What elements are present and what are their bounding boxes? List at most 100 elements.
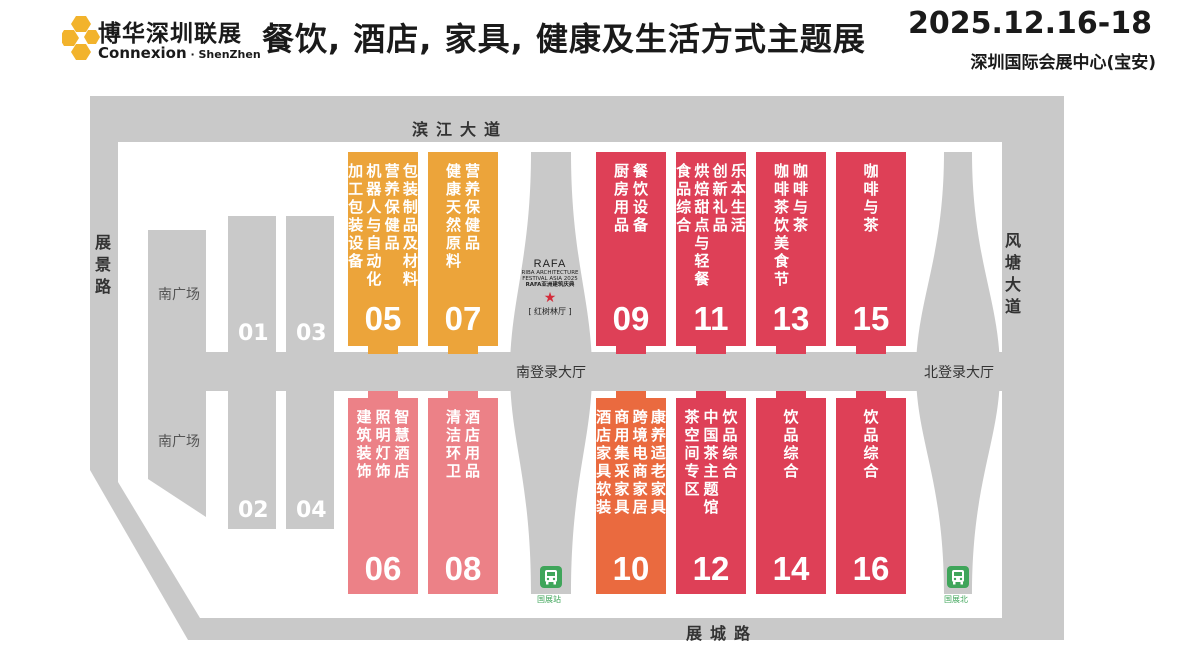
hall-05-category: 营养保健品 — [384, 162, 400, 252]
station-label-west: 国展站 — [537, 595, 561, 604]
hall-01: 01 — [228, 216, 276, 352]
south-lobby-label: 南登录大厅 — [516, 365, 586, 381]
hall-14-categories: 饮品综合 — [756, 408, 826, 480]
hall-06-number: 06 — [364, 550, 402, 587]
rafa-line-2: FESTIVAL ASIA 2025 — [522, 276, 578, 282]
hall-16-connector — [856, 391, 886, 399]
hall-07-category: 营养保健品 — [464, 162, 480, 252]
hall-14[interactable]: 饮品综合 14 — [756, 398, 826, 594]
venue-name: 深圳国际会展中心(宝安) — [970, 53, 1156, 73]
hall-09-category: 餐饮设备 — [632, 162, 648, 234]
hall-11-categories: 乐本生活 创新礼品 烘焙甜点与轻餐 食品综合 — [676, 162, 746, 288]
road-label-west: 展景路 — [94, 233, 111, 296]
hall-15-number: 15 — [852, 300, 890, 337]
bus-icon — [545, 570, 557, 585]
hall-07-connector — [448, 346, 478, 354]
rafa-line-3: RAFA亚洲建筑庆典 — [525, 282, 575, 288]
hall-14-number: 14 — [772, 550, 810, 587]
hall-12[interactable]: 饮品综合 中国茶主题馆 茶空间专区 12 — [676, 398, 746, 594]
exhibition-date: 2025.12.16-18 — [908, 6, 1152, 41]
hall-05-categories: 包装制品及材料 营养保健品 机器人与自动化 加工包装设备 — [348, 162, 418, 288]
hall-16-category: 饮品综合 — [863, 408, 879, 480]
hall-16-number: 16 — [852, 550, 890, 587]
hall-04: 04 — [286, 391, 334, 529]
south-plaza-label-1: 南广场 — [158, 287, 200, 303]
north-lobby-shape — [916, 152, 1000, 594]
hall-14-connector — [776, 391, 806, 399]
hall-08-category: 清洁环卫 — [445, 408, 461, 480]
hall-12-number: 12 — [692, 550, 730, 587]
hall-05-category: 包装制品及材料 — [402, 162, 418, 288]
rafa-logo: RAFA — [533, 258, 567, 270]
hall-15-category: 咖啡与茶 — [863, 162, 879, 234]
hall-12-connector — [696, 391, 726, 399]
logo-english-name: Connexion · ShenZhen — [98, 44, 261, 62]
hall-15-categories: 咖啡与茶 — [836, 162, 906, 234]
hall-08-category: 酒店用品 — [464, 408, 480, 480]
hall-06-connector — [368, 391, 398, 399]
hall-07-category: 健康天然原料 — [445, 162, 461, 270]
hall-09-number: 09 — [612, 300, 650, 337]
logo-chinese-name: 博华深圳联展 — [98, 21, 242, 47]
hall-03: 03 — [286, 216, 334, 352]
station-label-east: 国展北 — [944, 595, 968, 604]
hall-05-connector — [368, 346, 398, 354]
bus-station-icon — [947, 566, 969, 588]
hall-02: 02 — [228, 391, 276, 529]
hall-12-category: 茶空间专区 — [684, 408, 700, 498]
south-plaza-north — [148, 230, 206, 352]
hall-16-categories: 饮品综合 — [836, 408, 906, 480]
hall-11-category: 食品综合 — [676, 162, 692, 234]
rafa-line-1: RIBA ARCHITECTURE — [521, 270, 579, 276]
hall-13[interactable]: 咖啡与茶 咖啡茶饮美食节 13 — [756, 152, 826, 346]
hall-05-number: 05 — [364, 300, 402, 337]
hall-15[interactable]: 咖啡与茶 15 — [836, 152, 906, 346]
hall-11[interactable]: 乐本生活 创新礼品 烘焙甜点与轻餐 食品综合 11 — [676, 152, 746, 346]
road-label-north: 滨江大道 — [412, 120, 509, 139]
bus-station-icon — [540, 566, 562, 588]
logo-english-suffix: ShenZhen — [198, 48, 261, 61]
hall-10-category: 康养适老家具 — [650, 408, 666, 516]
hall-15-connector — [856, 346, 886, 354]
hall-13-number: 13 — [772, 300, 810, 337]
hall-09-categories: 餐饮设备 厨房用品 — [596, 162, 666, 234]
hall-12-categories: 饮品综合 中国茶主题馆 茶空间专区 — [676, 408, 746, 516]
hall-08[interactable]: 酒店用品 清洁环卫 08 — [428, 398, 498, 594]
south-plaza-south — [148, 391, 206, 517]
logo-honeycomb-icon — [62, 16, 100, 60]
road-label-east: 风塘大道 — [1004, 231, 1021, 316]
hall-06[interactable]: 智慧酒店 照明灯饰 建筑装饰 06 — [348, 398, 418, 594]
hall-01-number: 01 — [238, 321, 269, 346]
hall-11-category: 烘焙甜点与轻餐 — [694, 162, 710, 288]
hall-03-number: 03 — [296, 321, 327, 346]
hall-12-category: 饮品综合 — [722, 408, 738, 480]
hall-02-number: 02 — [238, 498, 269, 523]
south-plaza-label-2: 南广场 — [158, 434, 200, 450]
north-lobby-label: 北登录大厅 — [924, 365, 994, 381]
hall-10-connector — [616, 391, 646, 399]
hall-05-category: 加工包装设备 — [348, 162, 364, 270]
hall-10[interactable]: 康养适老家具 跨境电商家居 商用集采家具 酒店家具软装 10 — [596, 398, 666, 594]
bus-icon — [952, 570, 964, 585]
hall-10-categories: 康养适老家具 跨境电商家居 商用集采家具 酒店家具软装 — [596, 408, 666, 516]
hall-14-category: 饮品综合 — [783, 408, 799, 480]
hall-09[interactable]: 餐饮设备 厨房用品 09 — [596, 152, 666, 346]
hall-08-connector — [448, 391, 478, 399]
rafa-event-marker: RAFA RIBA ARCHITECTURE FESTIVAL ASIA 202… — [518, 258, 582, 317]
hall-10-category: 商用集采家具 — [614, 408, 630, 516]
hall-12-category: 中国茶主题馆 — [703, 408, 719, 516]
hall-08-number: 08 — [444, 550, 482, 587]
hall-11-category: 乐本生活 — [730, 162, 746, 234]
hall-09-category: 厨房用品 — [613, 162, 629, 234]
hall-13-categories: 咖啡与茶 咖啡茶饮美食节 — [756, 162, 826, 288]
rafa-hall-name: [ 红树林厅 ] — [528, 307, 572, 316]
hall-13-category: 咖啡茶饮美食节 — [773, 162, 789, 288]
hall-11-number: 11 — [693, 300, 729, 337]
logo-english-separator: · — [186, 48, 199, 61]
hall-06-category: 照明灯饰 — [375, 408, 391, 480]
hall-16[interactable]: 饮品综合 16 — [836, 398, 906, 594]
hall-07[interactable]: 营养保健品 健康天然原料 07 — [428, 152, 498, 346]
hall-08-categories: 酒店用品 清洁环卫 — [428, 408, 498, 480]
hall-06-category: 建筑装饰 — [356, 408, 372, 480]
hall-05[interactable]: 包装制品及材料 营养保健品 机器人与自动化 加工包装设备 05 — [348, 152, 418, 346]
